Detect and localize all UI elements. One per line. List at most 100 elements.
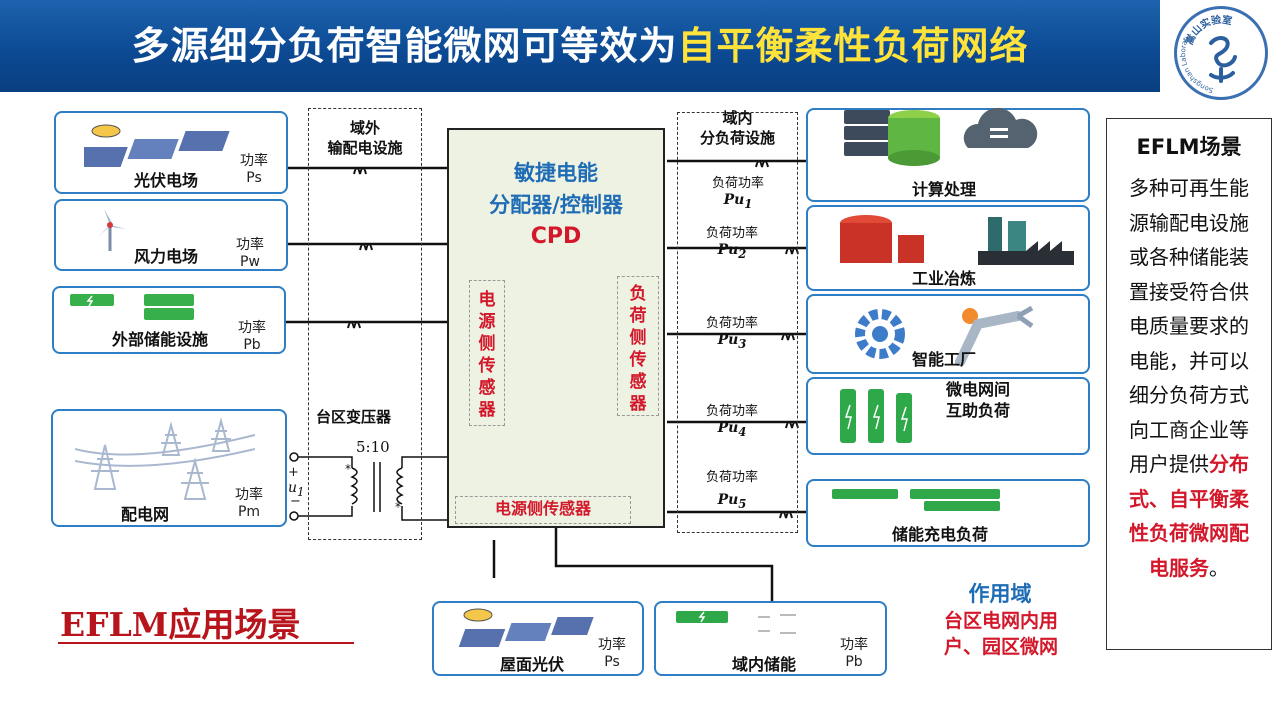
eflm-body-line-red: 式、自平衡柔 bbox=[1129, 486, 1249, 511]
eflm-scene-title: EFLM场景 bbox=[1136, 135, 1242, 159]
cpd-title-line2: 分配器/控制器 bbox=[489, 193, 623, 217]
charging-battery-icon bbox=[832, 489, 1000, 511]
source-grid-box: 配电网 功率 Pm bbox=[51, 409, 287, 527]
bottom-storage-label: 域内储能 bbox=[732, 655, 797, 674]
source-grid-power-label: 功率 bbox=[235, 487, 263, 503]
solar-panel-icon bbox=[84, 124, 230, 167]
eflm-body-line: 用户提供分布 bbox=[1129, 452, 1249, 476]
source-side-sensor: 电源侧传感器 bbox=[469, 280, 505, 426]
load-sensor-char: 感 bbox=[629, 372, 647, 392]
source-wind-box: 风力电场 功率 Pw bbox=[54, 199, 288, 271]
source-sensor-char: 侧 bbox=[478, 334, 496, 354]
bottom-rooftop-pv-box: 屋面光伏 功率 Ps bbox=[432, 601, 644, 676]
load-sensor-char: 负 bbox=[629, 284, 647, 304]
bottom-storage-box: 域内储能 功率 Pb bbox=[654, 601, 887, 676]
header-bar bbox=[0, 0, 1160, 92]
eflm-body-line: 置接受符合供 bbox=[1129, 279, 1249, 304]
internal-facility-label: 域内 分负荷设施 bbox=[699, 109, 775, 147]
rooftop-solar-icon bbox=[458, 608, 594, 647]
external-facility-frame bbox=[308, 108, 422, 540]
transformer-label: 台区变压器 bbox=[316, 408, 392, 426]
external-facility-label: 域外 输配电设施 bbox=[327, 119, 403, 157]
load-factory-box: 智能工厂 bbox=[806, 294, 1090, 374]
source-storage-label: 外部储能设施 bbox=[112, 330, 209, 349]
source-wind-label: 风力电场 bbox=[134, 247, 199, 266]
load-microgrid-label: 微电网间 互助负荷 bbox=[946, 380, 1011, 420]
battery-group-icon bbox=[840, 389, 912, 443]
cpd-code: CPD bbox=[530, 224, 582, 249]
power-tower-icon bbox=[75, 417, 255, 500]
source-sensor-char: 电 bbox=[478, 290, 496, 310]
eflm-body-line-red: 性负荷微网配 bbox=[1129, 521, 1249, 545]
eflm-scene-body: 多种可再生能源输配电设施或各种储能装置接受符合供电质量要求的电能，并可以细分负荷… bbox=[1107, 171, 1271, 585]
songshan-lab-logo: 嵩山实验室 Songshan Laboratory bbox=[1174, 6, 1268, 100]
dot-mark-secondary: * bbox=[395, 500, 401, 514]
eflm-body-line: 或各种储能装 bbox=[1129, 245, 1249, 269]
eflm-underline bbox=[58, 642, 354, 644]
eflm-body-line: 向工商企业等 bbox=[1129, 417, 1249, 442]
source-storage-power-label: 功率 bbox=[238, 320, 266, 336]
eflm-body-line: 多种可再生能 bbox=[1129, 176, 1249, 200]
load-sensor-char: 侧 bbox=[629, 328, 647, 348]
rooftop-power-label: 功率 bbox=[598, 637, 626, 653]
eflm-body-line: 源输配电设施 bbox=[1129, 210, 1249, 235]
source-storage-box: 外部储能设施 功率 Pb bbox=[52, 286, 286, 354]
bottom-rooftop-pv-label: 屋面光伏 bbox=[500, 655, 565, 674]
eflm-body-line: 电能，并可以 bbox=[1129, 348, 1249, 373]
voltage-minus: − bbox=[290, 494, 301, 509]
storage-battery-icon bbox=[676, 611, 796, 634]
battery-icon bbox=[70, 294, 194, 320]
title-main: 多源细分负荷智能微网可等效为 bbox=[131, 24, 678, 68]
source-pv-box: 光伏电场 功率 Ps bbox=[54, 111, 288, 194]
internal-facility-frame bbox=[677, 112, 798, 533]
source-grid-power-symbol: Pm bbox=[237, 504, 261, 520]
scope-title: 作用域 bbox=[968, 582, 1032, 606]
load-computing-box: 计算处理 bbox=[806, 107, 1090, 202]
load-smelting-box: 工业冶炼 bbox=[806, 205, 1090, 291]
title-highlight: 自平衡柔性负荷网络 bbox=[677, 24, 1029, 68]
load-factory-label: 智能工厂 bbox=[912, 350, 977, 369]
source-grid-label: 配电网 bbox=[121, 505, 170, 524]
source-wind-power-symbol: Pw bbox=[240, 254, 260, 270]
source-pv-power-label: 功率 bbox=[240, 153, 268, 169]
load-smelting-label: 工业冶炼 bbox=[912, 269, 977, 288]
page-title: 多源细分负荷智能微网可等效为自平衡柔性负荷网络 bbox=[0, 14, 1160, 78]
dot-mark-primary: * bbox=[345, 462, 351, 476]
source-pv-power-symbol: Ps bbox=[246, 170, 262, 186]
eflm-body-line: 细分负荷方式 bbox=[1129, 383, 1249, 407]
robot-arm-icon bbox=[855, 305, 1034, 366]
source-wind-power-label: 功率 bbox=[236, 237, 264, 253]
bottom-source-sensor: 电源侧传感器 bbox=[455, 496, 631, 524]
eflm-body-line-red: 电服务。 bbox=[1149, 555, 1229, 580]
load-sensor-char: 传 bbox=[629, 350, 647, 370]
eflm-body-line: 电质量要求的 bbox=[1129, 314, 1249, 338]
wind-turbine-icon bbox=[98, 209, 126, 251]
source-storage-power-symbol: Pb bbox=[243, 337, 261, 353]
server-cloud-icon bbox=[844, 107, 1038, 166]
load-microgrid-box: 微电网间 互助负荷 bbox=[806, 377, 1090, 455]
cpd-controller-box: 敏捷电能 分配器/控制器 CPD 电源侧传感器 负荷侧传感器 电源侧传感器 bbox=[447, 128, 665, 528]
scope-body: 台区电网内用 户、园区微网 bbox=[943, 610, 1058, 658]
load-computing-label: 计算处理 bbox=[912, 180, 977, 199]
load-sensor-char: 荷 bbox=[629, 306, 647, 326]
source-sensor-char: 感 bbox=[478, 378, 496, 398]
load-charging-box: 储能充电负荷 bbox=[806, 479, 1090, 547]
rooftop-power-symbol: Ps bbox=[604, 654, 620, 670]
source-sensor-char: 传 bbox=[478, 356, 496, 376]
load-side-sensor: 负荷侧传感器 bbox=[617, 276, 659, 416]
source-pv-label: 光伏电场 bbox=[134, 171, 199, 190]
source-sensor-char: 源 bbox=[478, 312, 496, 332]
bottom-storage-power-symbol: Pb bbox=[845, 654, 863, 670]
transformer-ratio: 5:10 bbox=[356, 438, 390, 456]
eflm-application-label: EFLM应用场景 bbox=[60, 605, 301, 644]
load-charging-label: 储能充电负荷 bbox=[892, 525, 989, 544]
voltage-u1: u1 bbox=[288, 480, 305, 499]
voltage-plus: + bbox=[288, 465, 299, 480]
source-sensor-char: 器 bbox=[478, 400, 496, 420]
eflm-scene-panel: EFLM场景 多种可再生能源输配电设施或各种储能装置接受符合供电质量要求的电能，… bbox=[1106, 118, 1272, 650]
bottom-storage-power-label: 功率 bbox=[840, 637, 868, 653]
